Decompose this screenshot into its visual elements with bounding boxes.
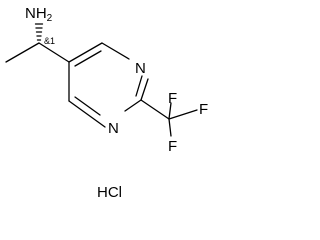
bond-n3-c2 [140, 78, 149, 101]
stereo-flag-label: &1 [44, 36, 55, 46]
salt-label: HCl [97, 184, 122, 201]
double-bond-n1-c6 [74, 96, 101, 116]
bond-methyl-chiral [5, 42, 40, 63]
amine-label: NH2 [25, 5, 53, 24]
bond-n1-c6 [68, 100, 106, 128]
ring-nitrogen-top: N [135, 60, 146, 77]
bond-cf3-f-right [168, 109, 198, 120]
structure-canvas: NH2 &1 N N F F F HCl [5, 5, 208, 201]
bond-cf3-f-top [168, 102, 172, 120]
bond-c4-n3 [101, 42, 130, 60]
bond-chiral-ring [38, 42, 70, 63]
bond-c2-n1 [124, 99, 142, 112]
chemical-structure-diagram: NH2 &1 N N F F F HCl [5, 5, 208, 201]
bond-cf3-f-bottom [168, 118, 172, 137]
bond-c2-cf3 [140, 99, 170, 120]
bond-lines [5, 23, 198, 137]
ring-nitrogen-bottom: N [108, 120, 119, 137]
double-bond-c5-c4 [74, 50, 102, 67]
fluorine-right-label: F [199, 101, 208, 118]
double-bond-n3-c2 [135, 75, 143, 97]
fluorine-top-label: F [168, 90, 177, 107]
amine-subscript: 2 [47, 13, 53, 24]
fluorine-bottom-label: F [168, 138, 177, 155]
bond-c5-c4 [68, 42, 103, 63]
hashed-wedge-bond [34, 23, 44, 41]
